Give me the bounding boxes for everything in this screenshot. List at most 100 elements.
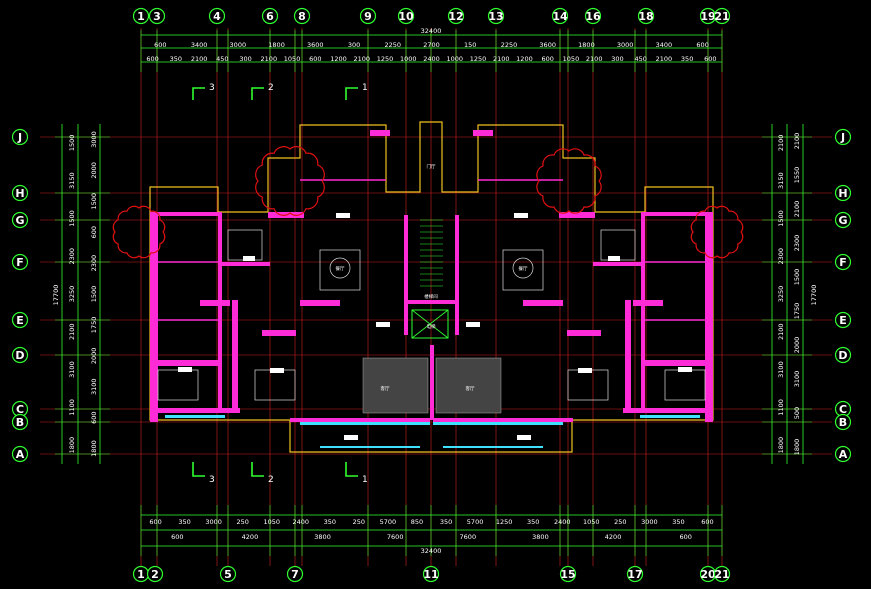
axis-bubble-left: H bbox=[11, 184, 29, 202]
axis-bubble-bottom-label: 20 bbox=[700, 568, 716, 581]
top-dim-value: 300 bbox=[239, 55, 251, 63]
left-dim-value: 1800 bbox=[90, 440, 98, 457]
left-total-dim: 17700 bbox=[52, 285, 60, 306]
axis-bubble-top-label: 4 bbox=[213, 10, 221, 23]
axis-bubble-right-circle bbox=[834, 128, 852, 146]
wall-segment bbox=[455, 215, 459, 335]
top-dim-value: 1250 bbox=[470, 55, 487, 63]
axis-bubble-top-label: 13 bbox=[488, 10, 503, 23]
furniture bbox=[319, 249, 361, 291]
bottom-dim-value: 4200 bbox=[242, 533, 259, 541]
axis-bubble-right-label: A bbox=[839, 448, 848, 461]
bottom-dim-value: 3800 bbox=[532, 533, 549, 541]
dining-table bbox=[329, 257, 351, 279]
right-dim-value: 2100 bbox=[793, 201, 801, 218]
window bbox=[165, 415, 225, 418]
left-dim-value: 2100 bbox=[68, 324, 76, 341]
axis-bubble-right-label: H bbox=[838, 187, 847, 200]
axis-bubble-top-circle bbox=[132, 7, 150, 25]
wall-segment bbox=[643, 212, 713, 216]
top-dim-value: 2100 bbox=[656, 55, 673, 63]
window bbox=[300, 422, 430, 425]
section-mark-top-label: 1 bbox=[362, 83, 368, 93]
room-label-hall: 门厅 bbox=[427, 163, 436, 170]
axis-bubble-right-label: E bbox=[839, 314, 847, 327]
axis-bubble-bottom-label: 17 bbox=[627, 568, 642, 581]
top-dim-value: 300 bbox=[348, 41, 360, 49]
top-dim-value: 300 bbox=[611, 55, 623, 63]
axis-bubble-top-circle bbox=[551, 7, 569, 25]
axis-bubble-right-circle bbox=[834, 413, 852, 431]
top-dim-value: 600 bbox=[704, 55, 716, 63]
living-rug bbox=[362, 357, 429, 414]
axis-bubble-top-label: 10 bbox=[398, 10, 414, 23]
room-tag bbox=[336, 213, 350, 218]
stair-block bbox=[420, 219, 443, 287]
axis-bubble-top: 4 bbox=[208, 7, 226, 25]
left-dim-value: 3100 bbox=[90, 378, 98, 395]
revision-cloud bbox=[690, 205, 744, 259]
axis-bubble-bottom: 5 bbox=[219, 565, 237, 583]
axis-bubble-top-label: 3 bbox=[153, 10, 161, 23]
left-dim-value: 1100 bbox=[68, 399, 76, 416]
axis-bubble-top: 21 bbox=[713, 7, 731, 25]
right-dim-value: 1800 bbox=[777, 437, 785, 454]
wall-segment bbox=[633, 300, 663, 306]
right-dim-value: 3100 bbox=[793, 371, 801, 388]
wall-segment bbox=[150, 212, 158, 422]
axis-bubble-left-circle bbox=[11, 128, 29, 146]
wall-segment bbox=[262, 330, 296, 336]
axis-bubble-top: 14 bbox=[551, 7, 569, 25]
left-dim-value: 1500 bbox=[68, 210, 76, 227]
room-tag bbox=[678, 367, 692, 372]
axis-bubble-top-label: 12 bbox=[448, 10, 463, 23]
axis-bubble-right-circle bbox=[834, 211, 852, 229]
axis-bubble-top: 8 bbox=[293, 7, 311, 25]
left-dim-value: 1500 bbox=[68, 135, 76, 152]
bottom-dim-value: 3800 bbox=[314, 533, 331, 541]
top-dim-value: 600 bbox=[309, 55, 321, 63]
axis-bubble-left-circle bbox=[11, 445, 29, 463]
wall-segment bbox=[200, 300, 230, 306]
top-dim-value: 2700 bbox=[423, 41, 440, 49]
axis-bubble-top: 6 bbox=[261, 7, 279, 25]
room-tag bbox=[178, 367, 192, 372]
left-dim-value: 1750 bbox=[90, 317, 98, 334]
axis-bubble-bottom: 17 bbox=[626, 565, 644, 583]
wall-segment bbox=[370, 130, 390, 136]
bottom-dim-value: 2400 bbox=[554, 518, 571, 526]
axis-bubble-bottom: 1 bbox=[132, 565, 150, 583]
left-dim-value: 3100 bbox=[68, 361, 76, 378]
axis-bubble-bottom-circle bbox=[626, 565, 644, 583]
room-tag bbox=[514, 213, 528, 218]
right-dim-value: 3100 bbox=[777, 361, 785, 378]
dining-table bbox=[512, 257, 534, 279]
furniture bbox=[502, 249, 544, 291]
top-dim-value: 350 bbox=[170, 55, 182, 63]
bottom-dim-value: 1050 bbox=[583, 518, 600, 526]
top-dim-value: 1800 bbox=[578, 41, 595, 49]
window bbox=[320, 446, 420, 448]
top-dim-value: 600 bbox=[541, 55, 553, 63]
top-dim-value: 1250 bbox=[377, 55, 394, 63]
axis-bubble-left-circle bbox=[11, 311, 29, 329]
axis-bubble-right-label: G bbox=[838, 214, 847, 227]
axis-bubble-left-label: C bbox=[16, 403, 24, 416]
axis-bubble-top: 12 bbox=[447, 7, 465, 25]
axis-bubble-bottom: 15 bbox=[559, 565, 577, 583]
top-dim-value: 1200 bbox=[330, 55, 347, 63]
top-dim-value: 2250 bbox=[501, 41, 518, 49]
axis-bubble-right-label: F bbox=[839, 256, 847, 269]
axis-bubble-left-label: H bbox=[15, 187, 24, 200]
axis-bubble-top-label: 19 bbox=[700, 10, 715, 23]
top-dim-value: 1050 bbox=[284, 55, 301, 63]
top-dim-value: 2100 bbox=[354, 55, 371, 63]
bottom-dim-value: 5700 bbox=[380, 518, 397, 526]
axis-bubble-left-circle bbox=[11, 346, 29, 364]
axis-bubble-right-label: J bbox=[840, 131, 845, 144]
wall-segment bbox=[567, 330, 601, 336]
bottom-dim-value: 7600 bbox=[460, 533, 477, 541]
top-dim-value: 3600 bbox=[307, 41, 324, 49]
section-mark-bottom-label: 3 bbox=[209, 475, 215, 485]
